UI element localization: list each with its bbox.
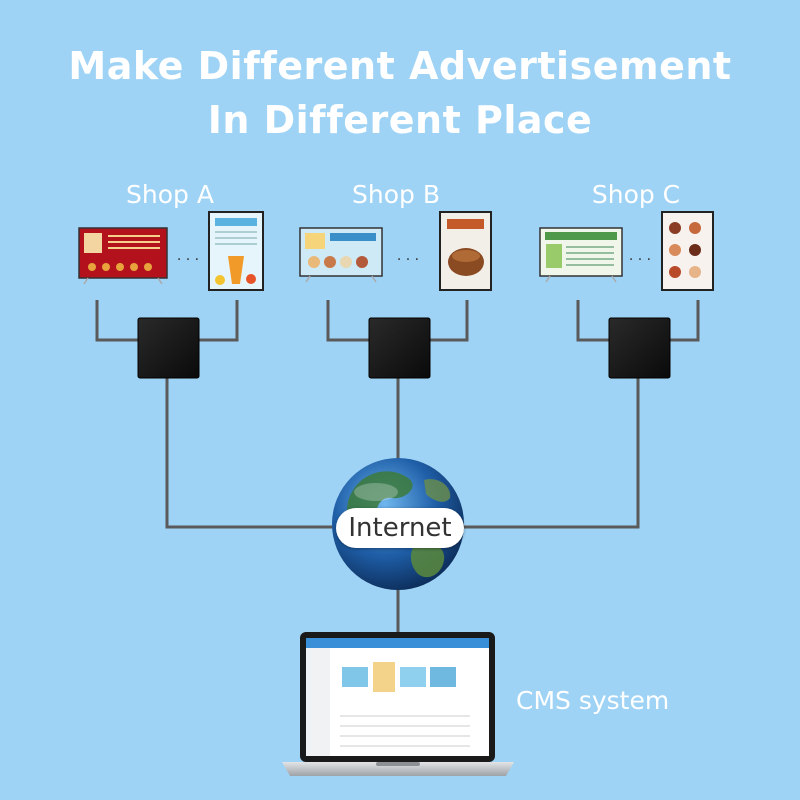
shop-b-media-player-box bbox=[368, 317, 431, 379]
shop-a-media-player-box bbox=[137, 317, 200, 379]
shop-c-dessert-poster bbox=[661, 211, 714, 291]
shop-c-to-internet-line bbox=[460, 378, 640, 529]
shop-a-label: Shop A bbox=[126, 180, 214, 209]
headline-line-2: In Different Place bbox=[207, 98, 593, 142]
shop-c-more-ellipsis: · · · bbox=[629, 252, 651, 268]
headline-line-1: Make Different Advertisement bbox=[68, 44, 732, 88]
internet-label: Internet bbox=[336, 508, 464, 548]
shop-b-menu-screen bbox=[299, 227, 383, 283]
shop-b-cake-poster bbox=[439, 211, 492, 291]
cms-system-label: CMS system bbox=[516, 686, 670, 715]
shop-a-more-ellipsis: · · · bbox=[177, 252, 199, 268]
shop-c-media-player-box bbox=[608, 317, 671, 379]
shop-c-label: Shop C bbox=[591, 180, 681, 209]
shop-b-label: Shop B bbox=[352, 180, 440, 209]
shop-a-menu-screen bbox=[78, 227, 168, 285]
shop-a-to-internet-line bbox=[165, 378, 340, 529]
shop-b-more-ellipsis: · · · bbox=[397, 252, 419, 268]
shop-a-drink-poster bbox=[208, 211, 264, 291]
laptop-cms-computer bbox=[282, 632, 514, 776]
shop-c-menu-screen bbox=[539, 227, 623, 283]
